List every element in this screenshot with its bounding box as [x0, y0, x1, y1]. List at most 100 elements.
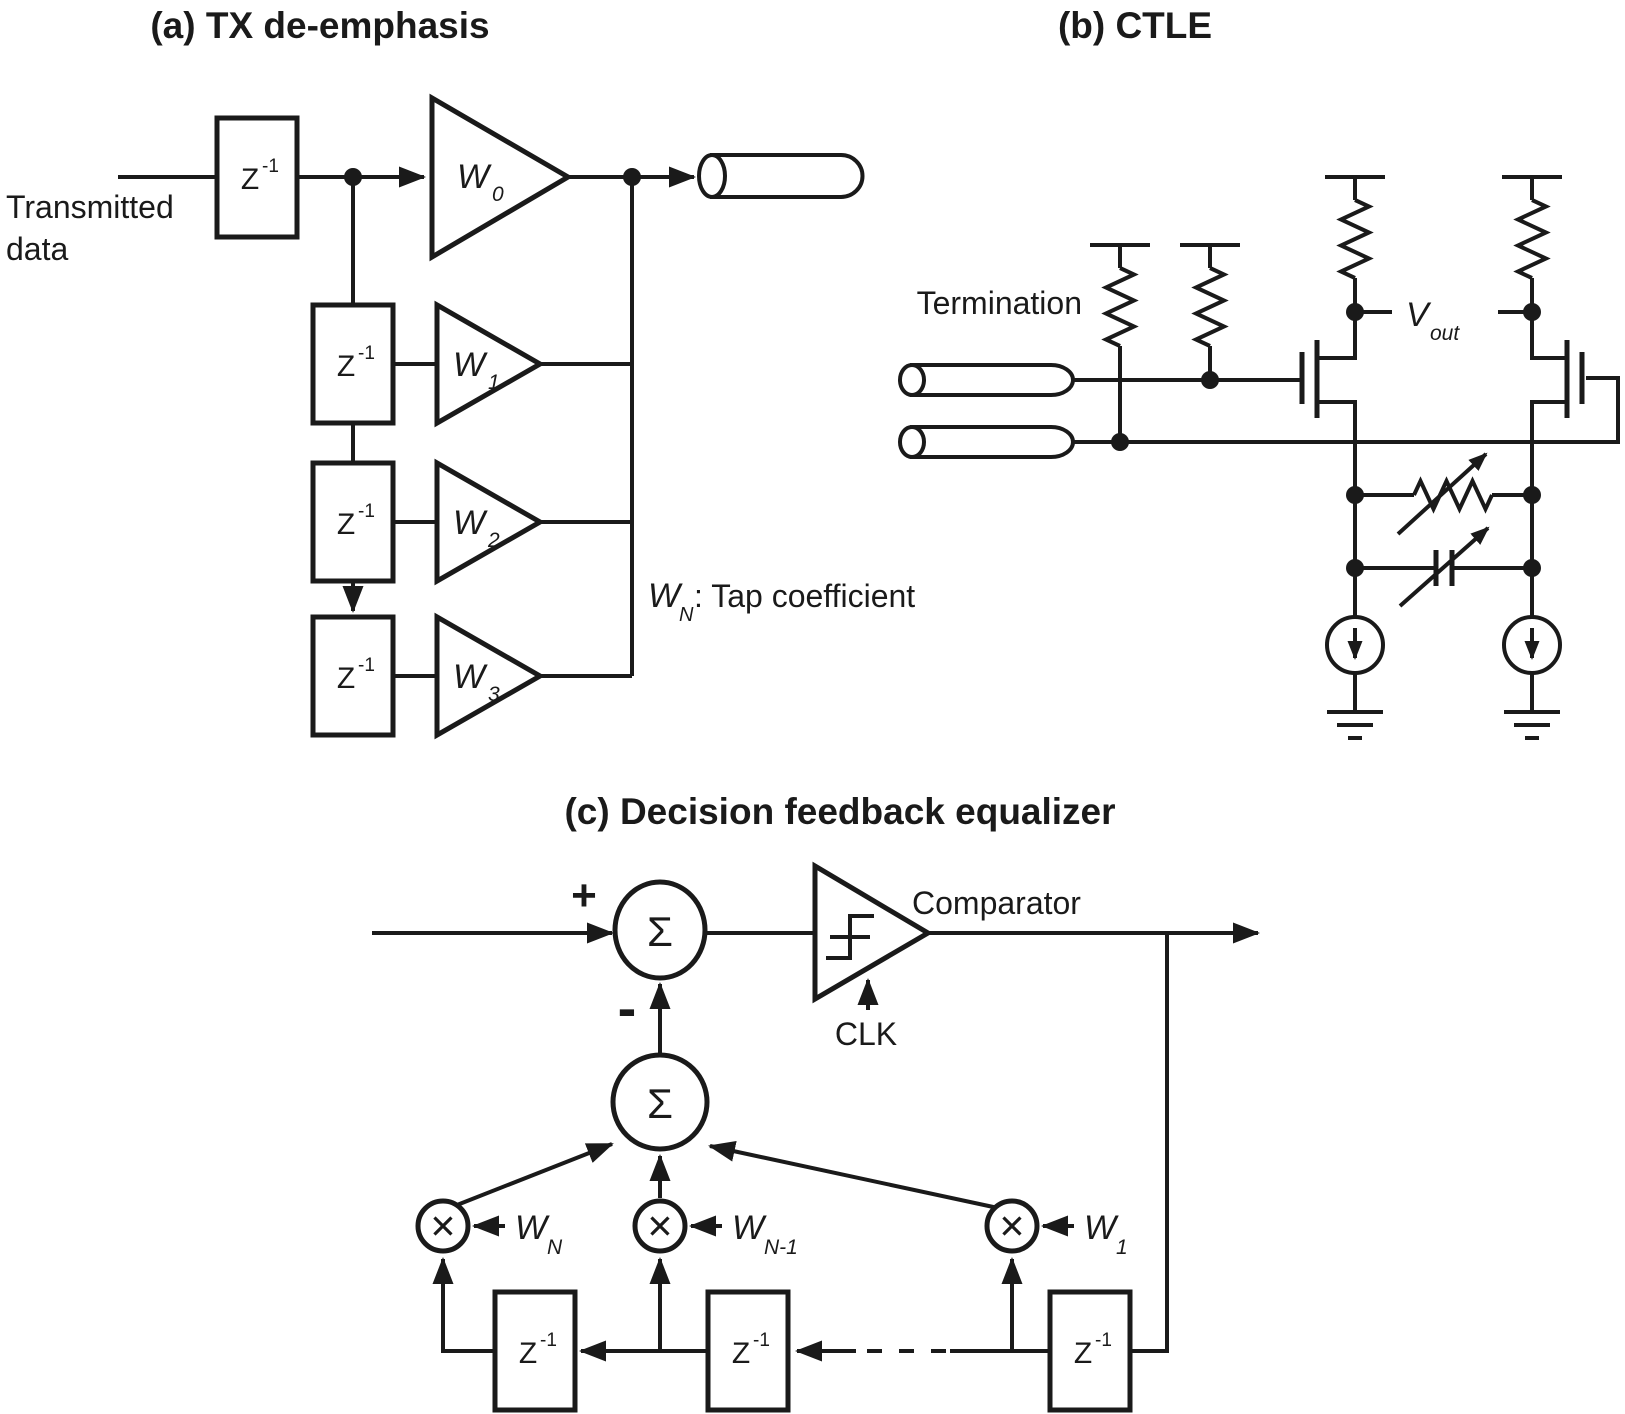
plus-sign: +	[571, 871, 597, 920]
multiplier-wn1	[632, 1198, 688, 1254]
transmitted-data-label-line2: data	[6, 231, 68, 267]
delay-block-3-label: Z -1	[337, 655, 375, 695]
input-cylinder-n	[898, 425, 1075, 459]
delay-base: Z	[241, 163, 259, 196]
tap-amp-w1-label: W 1	[453, 346, 500, 394]
vout-symbol: V	[1406, 296, 1432, 334]
resistor-zigzag	[1336, 198, 1374, 280]
delay-base: Z	[337, 662, 355, 695]
tap-index: 3	[488, 683, 500, 706]
delay-exponent: -1	[753, 1330, 770, 1351]
load-resistor-right	[1502, 175, 1562, 312]
junction-dot	[1201, 371, 1219, 389]
delay-exponent: -1	[1095, 1330, 1112, 1351]
delay-exponent: -1	[540, 1330, 557, 1351]
panel-c-title: (c) Decision feedback equalizer	[564, 791, 1115, 832]
inn-wire	[1073, 376, 1620, 444]
mosfet-left	[1299, 312, 1357, 495]
clk-label: CLK	[835, 1016, 897, 1052]
junction-dot	[1346, 486, 1364, 504]
feedback-delay-n-label: Z -1	[519, 1330, 557, 1370]
delay-block-0-label: Z -1	[241, 156, 279, 196]
tap-symbol: W	[453, 346, 488, 384]
weight-symbol: W	[1084, 1209, 1119, 1247]
junction-dot	[623, 168, 641, 186]
tap-amp-w2	[434, 458, 546, 586]
panel-ctle: (b) CTLE Termination	[898, 5, 1620, 740]
weight-index: 1	[1116, 1236, 1128, 1259]
tap-symbol: W	[453, 658, 488, 696]
mosfet-source-wire	[1530, 400, 1567, 495]
multiplier-wn1-symbol: ✕	[646, 1208, 674, 1245]
feedback-delay-block-n1	[705, 1289, 791, 1413]
tap-symbol: W	[453, 504, 488, 542]
note-text: : Tap coefficient	[694, 578, 915, 614]
comparator	[812, 861, 933, 1004]
multiplier-wn-symbol: ✕	[429, 1208, 457, 1245]
junction-dot	[1523, 303, 1541, 321]
cylinder-cap	[697, 153, 727, 199]
mosfet-drain-wire	[1317, 312, 1357, 360]
tap-coefficient-note: W N : Tap coefficient	[648, 577, 915, 626]
cylinder-body	[710, 153, 865, 199]
vout-subscript: out	[1430, 322, 1460, 345]
tap-amp-w2-label: W 2	[453, 504, 500, 552]
tap-index: 2	[487, 529, 500, 552]
delay-exponent: -1	[358, 501, 375, 522]
delay-block-1	[310, 302, 396, 426]
input-cylinder-p	[898, 363, 1075, 397]
summer-feedback	[610, 1052, 710, 1152]
resistor-zigzag	[1101, 266, 1139, 348]
feedback-delay-block-n	[492, 1289, 578, 1413]
current-source-right	[1502, 615, 1562, 740]
junction-dot	[1523, 486, 1541, 504]
weight-wn: W N	[472, 1209, 563, 1259]
cylinder-body	[910, 425, 1075, 459]
panel-tx-deemphasis: (a) TX de-emphasis Transmitted data Z -1…	[6, 5, 915, 740]
tap-index: 0	[492, 183, 504, 206]
tap-amp-w0	[429, 93, 573, 262]
mosfet-drain-wire	[1530, 312, 1567, 360]
multiplier-w1	[984, 1198, 1040, 1254]
delay-base: Z	[337, 508, 355, 541]
feedback-delay-block-1	[1047, 1289, 1133, 1413]
vout-label: V out	[1406, 296, 1460, 345]
mult-1-to-summer-arrow	[708, 1140, 999, 1210]
load-resistor-left	[1325, 175, 1385, 312]
tap-symbol: W	[457, 158, 492, 196]
weight-index: N	[547, 1236, 563, 1259]
delay-block-2	[310, 460, 396, 584]
summer-main	[612, 879, 708, 981]
note-symbol: W	[648, 577, 683, 615]
panel-dfe: (c) Decision feedback equalizer + Σ Comp…	[372, 791, 1260, 1413]
delay-base: Z	[519, 1337, 537, 1370]
variable-resistor	[1355, 452, 1532, 536]
cylinder-body	[910, 363, 1075, 397]
termination-label: Termination	[917, 285, 1082, 321]
multiplier-wn	[415, 1198, 471, 1254]
multiplier-w1-symbol: ✕	[998, 1208, 1026, 1245]
ground-symbol	[1327, 710, 1383, 740]
channel-cylinder	[697, 153, 865, 199]
variable-capacitor	[1355, 526, 1532, 608]
tap-amp-w3	[434, 612, 546, 740]
feedback-wire	[1132, 933, 1169, 1353]
minus-sign: -	[618, 976, 637, 1039]
termination-resistor-1	[1090, 243, 1150, 442]
junction-dot	[1346, 559, 1364, 577]
delay-exponent: -1	[358, 655, 375, 676]
comparator-triangle	[812, 861, 933, 1004]
delay-base: Z	[732, 1337, 750, 1370]
delay-base: Z	[337, 350, 355, 383]
variable-arrow	[1396, 452, 1488, 536]
delay-exponent: -1	[262, 156, 279, 177]
delay-exponent: -1	[358, 343, 375, 364]
mosfet-right	[1530, 312, 1585, 495]
resistor-zigzag	[1191, 266, 1229, 348]
junction-dot	[344, 168, 362, 186]
panel-b-title: (b) CTLE	[1058, 5, 1212, 46]
termination-resistor-2	[1180, 243, 1240, 380]
weight-index: N-1	[764, 1236, 798, 1259]
tap-index: 1	[488, 371, 500, 394]
